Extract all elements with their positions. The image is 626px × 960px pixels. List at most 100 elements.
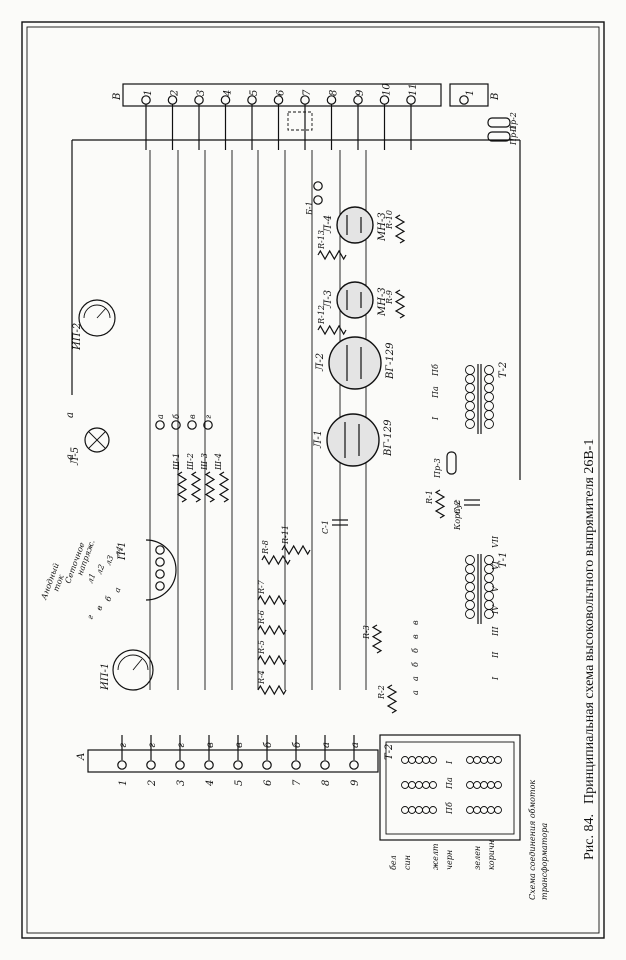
shunt-tap-pin-г — [203, 420, 213, 430]
inset-coil — [487, 806, 495, 814]
resistor-label-R-2: R-2 — [377, 685, 386, 700]
coil-turn — [484, 419, 494, 429]
resistor-label-R-10: R-10 — [385, 210, 394, 230]
bottom-terminal-1: а — [411, 690, 420, 695]
inset-ref: Т-2 — [384, 744, 395, 760]
lamp-term-1: а — [65, 412, 76, 418]
strip-v-frame — [122, 83, 442, 107]
strip-v2-pin-label: 1 — [465, 90, 476, 96]
strip-a-pin-label: 9 — [350, 779, 361, 786]
strip-a-pin-8 — [320, 760, 330, 770]
switch-pos-label: в — [94, 604, 104, 612]
tube-ref-1: Л-1 — [313, 430, 324, 449]
inset-wire-6: коричн — [487, 840, 496, 870]
switch-pos-label: л2 — [94, 563, 106, 576]
strip-v-pin-11 — [406, 95, 416, 105]
strip-a-tag: в — [205, 742, 216, 748]
bottom-terminal-6: в — [411, 620, 420, 625]
resistor-label-R-13: R-13 — [317, 230, 326, 250]
inset-wire-1: бел — [389, 855, 398, 870]
strip-a-pin-1 — [117, 760, 127, 770]
shunt-4 — [218, 471, 230, 503]
tube-1 — [326, 413, 380, 467]
inset-coil — [408, 756, 416, 764]
coil-turn — [484, 374, 494, 384]
coil-turn — [465, 564, 475, 574]
lamp-l5 — [84, 427, 110, 453]
strip-a-pin-4 — [204, 760, 214, 770]
resistor-label-R-8: R-8 — [261, 540, 270, 555]
inset-coil — [480, 756, 488, 764]
coil-turn — [465, 365, 475, 375]
coil-turn — [465, 600, 475, 610]
resistor-R-2-body — [386, 684, 398, 714]
tube-type-4: МН-3 — [377, 212, 388, 242]
strip-a-tag: в — [234, 742, 245, 748]
strip-a-frame — [87, 749, 379, 773]
case-label: Корпус — [453, 499, 462, 531]
tube-4 — [336, 206, 374, 244]
coil-turn — [484, 609, 494, 619]
transformer-label-2: Т-1 — [498, 552, 509, 568]
shunt-label-2: Ш-2 — [186, 453, 195, 471]
inset-core — [385, 741, 515, 835]
coil-turn — [465, 374, 475, 384]
strip-v2-name: В — [490, 93, 501, 101]
switch-pos-label: л1 — [85, 572, 97, 585]
coil-turn — [465, 419, 475, 429]
button-b1-contact-b — [313, 195, 323, 205]
strip-a-pin-7 — [291, 760, 301, 770]
t1-winding-4: IV — [491, 604, 500, 615]
shunt-tap-г: г — [204, 415, 213, 419]
resistor-label-R-1: R-1 — [425, 490, 434, 505]
inset-frame — [379, 734, 521, 841]
switch-contact-1 — [155, 545, 165, 555]
bottom-terminal-3: б — [411, 662, 420, 667]
button-b1-contact-a — [313, 181, 323, 191]
switch-contact-2 — [155, 557, 165, 567]
shunt-label-4: Ш-4 — [214, 453, 223, 471]
resistor-R-2 — [386, 684, 398, 714]
resistor-R-5 — [257, 654, 287, 666]
bottom-terminal-2: а — [411, 676, 420, 681]
switch-pos-label: а — [112, 586, 122, 594]
inset-title-1: Схема соединения обмоток — [528, 780, 537, 900]
strip-v-pin-4 — [220, 95, 231, 105]
inset-coil — [429, 806, 437, 814]
t1-winding-2: II — [491, 651, 500, 659]
strip-a-pin-9 — [349, 760, 359, 770]
inset-coil — [408, 781, 416, 789]
inset-title-2: трансформатора — [540, 823, 549, 900]
resistor-label-R-4: R-4 — [257, 670, 266, 685]
inset-coil — [480, 781, 488, 789]
strip-a-pin-3 — [175, 760, 185, 770]
shunt-4-body — [218, 471, 230, 503]
caption-figure: Рис. 84. — [582, 814, 597, 860]
page-border — [21, 21, 605, 939]
coil-turn — [465, 573, 475, 583]
inset-coil — [422, 781, 430, 789]
page-border-inner — [26, 26, 600, 934]
resistor-R-12 — [317, 324, 347, 336]
switch-pos-label: б — [103, 595, 113, 603]
strip-a-pin-6 — [262, 760, 272, 770]
strip-a-pin-label: 5 — [234, 780, 245, 786]
shunt-tap-а: а — [156, 414, 165, 419]
strip-v-pin-label: 4 — [223, 90, 234, 97]
meter-ip2-label: ИП-2 — [72, 323, 83, 351]
shunt-tap-pin-б — [171, 420, 181, 430]
resistor-label-R-3: R-3 — [362, 625, 371, 640]
t2-winding-2: Пa — [431, 386, 440, 399]
strip-a-pin-label: 6 — [263, 779, 274, 786]
tube-type-2: ВГ-129 — [385, 342, 396, 380]
strip-v2-frame — [449, 83, 489, 107]
inset-coil — [422, 756, 430, 764]
inset-coil — [415, 806, 423, 814]
strip-a-tag: г — [118, 743, 129, 748]
coil-turn — [484, 392, 494, 402]
coil-turn — [484, 410, 494, 420]
shunt-tap-pin-а — [155, 420, 165, 430]
resistor-R-4 — [257, 684, 287, 696]
coil-turn — [484, 365, 494, 375]
strip-v-pin-6 — [273, 95, 284, 105]
